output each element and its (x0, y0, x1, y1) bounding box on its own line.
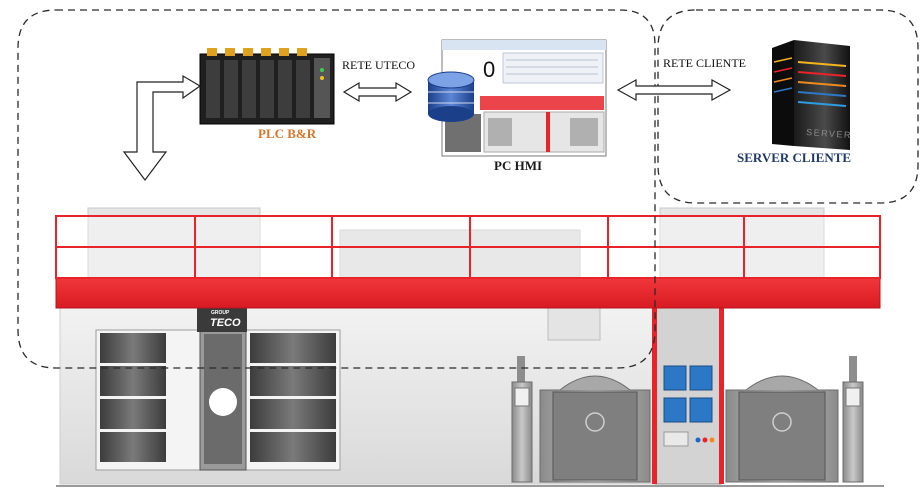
server-icon (772, 40, 850, 150)
client-network-boundary (657, 9, 919, 204)
machine-left (511, 356, 651, 483)
uteco-network-boundary (17, 9, 656, 369)
uteco-logo (197, 308, 247, 332)
uteco-link-arrow (342, 81, 413, 103)
hmi-screen (427, 39, 607, 157)
elbow-arrow (122, 74, 202, 181)
hmi-readout: 0 (483, 57, 495, 82)
door-circle (209, 388, 237, 416)
plc-device (199, 48, 335, 125)
uteco-network-label: RETE UTECO (342, 58, 415, 72)
database-icon (427, 71, 475, 122)
client-link-arrow (616, 78, 732, 102)
logo-brand-text: TECO (210, 317, 241, 329)
client-network-label: RETE CLIENTE (663, 56, 746, 70)
server-brand-text: SERVER (806, 127, 852, 140)
machine-right (725, 356, 864, 483)
building (55, 207, 884, 487)
red-structure (55, 215, 881, 309)
server-label: SERVER CLIENTE (737, 150, 852, 165)
control-tower (652, 299, 724, 485)
storefront (95, 308, 341, 471)
logo-group-text: GROUP (211, 310, 230, 316)
hmi-label: PC HMI (494, 158, 543, 173)
plc-label: PLC B&R (258, 126, 317, 141)
